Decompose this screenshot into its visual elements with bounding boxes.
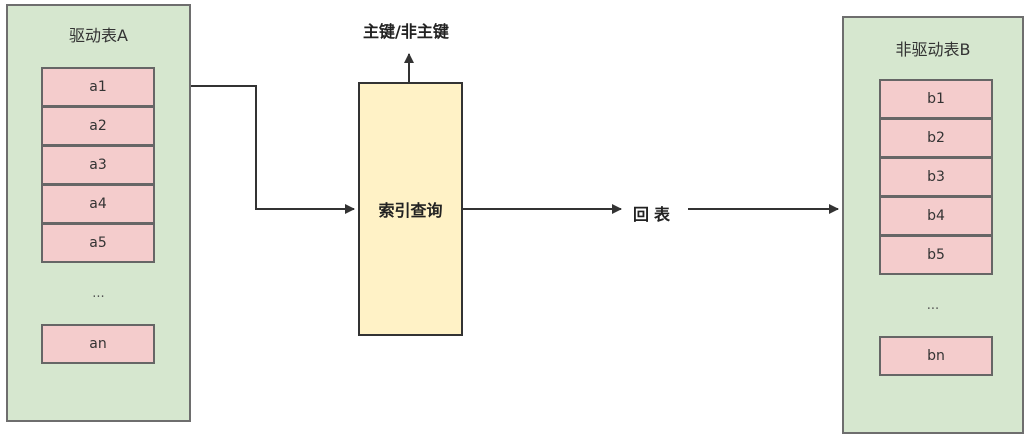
row-a5: a5 [41,223,155,263]
row-b5: b5 [879,235,993,275]
driving-table-title: 驱动表A [69,26,128,45]
driven-table-b: 非驱动表B b1 b2 b3 b4 b5 ... bn [842,16,1024,434]
arrow-a1-to-index-query [153,85,355,214]
row-b2: b2 [879,118,993,158]
row-an: an [41,324,155,364]
row-bn: bn [879,336,993,376]
row-a1: a1 [41,67,155,107]
row-b3: b3 [879,157,993,197]
output-key-label: 主键/非主键 [363,22,449,41]
row-a2: a2 [41,106,155,146]
index-query-label: 索引查询 [378,201,443,220]
row-b1: b1 [879,79,993,119]
driven-table-title: 非驱动表B [895,40,971,59]
driven-table-ellipsis: ... [926,298,940,313]
row-a3: a3 [41,145,155,185]
index-query-box: 索引查询 [358,82,463,336]
row-b4: b4 [879,196,993,236]
driving-table-a: 驱动表A a1 a2 a3 a4 a5 ... an [6,4,191,422]
row-a4: a4 [41,184,155,224]
driving-table-ellipsis: ... [92,286,105,301]
back-to-table-label: 回表 [633,205,676,224]
